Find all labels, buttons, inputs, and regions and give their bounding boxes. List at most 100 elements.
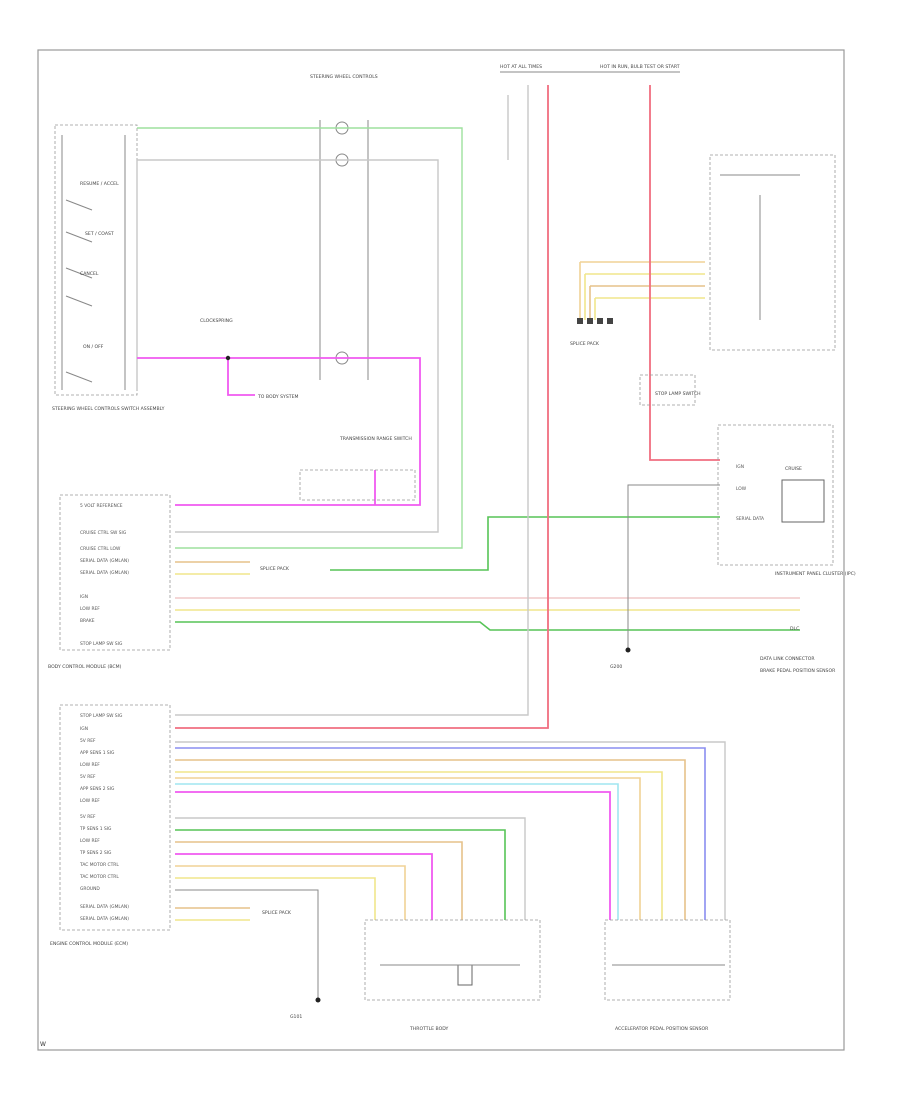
wire-tb-green	[175, 829, 506, 920]
wire-gray-ipc-ground	[627, 484, 720, 650]
ecm-pin-15: GROUND	[80, 886, 100, 892]
ecm-pin-13: TAC MOTOR CTRL	[79, 862, 119, 868]
ecm-pin-7: APP SENS 2 SIG	[80, 786, 115, 792]
bcm-box	[59, 494, 171, 651]
label-stoplamp-switch: STOP LAMP SWITCH	[655, 391, 701, 397]
label-ground-ecm: G101	[290, 1014, 302, 1020]
upper-right-module-box	[709, 154, 836, 351]
label-transmission-range: TRANSMISSION RANGE SWITCH	[339, 436, 412, 442]
bus-drops	[579, 262, 596, 320]
wire-app-blue	[175, 747, 706, 920]
wire-app-magenta	[175, 791, 611, 920]
ipc-pin-3: SERIAL DATA	[736, 516, 764, 522]
wire-tb-tan	[175, 841, 463, 920]
wire-green-serial-ipc	[330, 516, 720, 571]
bcm-pin-list: 5 VOLT REFERENCE CRUISE CTRL SW SIG CRUI…	[80, 503, 129, 647]
wire-app-tan	[175, 759, 686, 920]
splice-dot-magenta	[225, 355, 231, 361]
label-splice-pack-ecm: SPLICE PACK	[262, 910, 292, 916]
label-bcm: BODY CONTROL MODULE (BCM)	[48, 664, 122, 670]
throttle-body-motor	[457, 964, 473, 986]
wire-red-fuse-ecm	[175, 85, 549, 729]
label-brake-switch: BRAKE PEDAL POSITION SENSOR	[760, 668, 836, 674]
wire-green-top	[137, 127, 463, 549]
ground-dot-ecm	[315, 997, 321, 1003]
ecm-pin-8: LOW REF	[80, 798, 100, 804]
wire-magenta-branch	[227, 358, 255, 396]
ecm-pin-1: STOP LAMP SW SIG	[80, 713, 123, 719]
diagram-code: W	[40, 1041, 46, 1048]
bcm-pin-1: 5 VOLT REFERENCE	[80, 503, 123, 509]
label-cancel: CANCEL	[80, 271, 99, 277]
ipc-pin-1: IGN	[736, 464, 744, 470]
accel-pedal-box	[604, 919, 731, 1001]
label-to-body: TO BODY SYSTEM	[257, 394, 298, 400]
bcm-pin-3: CRUISE CTRL LOW	[80, 546, 121, 552]
ecm-pin-4: APP SENS 1 SIG	[80, 750, 115, 756]
wire-red-fuse-ipc	[649, 85, 720, 461]
wire-app-yellow	[175, 771, 663, 920]
bus-terminals	[577, 318, 613, 324]
cruise-indicator	[781, 479, 825, 523]
ecm-pin-list: STOP LAMP SW SIG IGN 5V REF APP SENS 1 S…	[79, 713, 129, 922]
label-dlc: DLC	[790, 626, 799, 632]
wire-gray-fuse-ecm	[175, 85, 529, 716]
wire-green-brake	[175, 621, 800, 631]
wire-tb-gray	[175, 817, 526, 920]
label-on-off: ON / OFF	[83, 344, 104, 350]
label-steering-switch: STEERING WHEEL CONTROLS SWITCH ASSEMBLY	[52, 406, 165, 412]
ground-dot-ipc	[625, 647, 631, 653]
fuse-label-hot-all: HOT AT ALL TIMES	[500, 64, 542, 70]
fuse-label-hot-run: HOT IN RUN, BULB TEST OR START	[600, 64, 680, 70]
steering-switch-frame	[61, 135, 126, 390]
label-ground-ipc: G200	[610, 664, 622, 670]
ecm-pin-3: 5V REF	[80, 738, 96, 744]
ecm-box	[59, 704, 171, 931]
trs-connector-box	[299, 469, 416, 501]
label-instrument-cluster: INSTRUMENT PANEL CLUSTER (IPC)	[775, 571, 856, 577]
label-splice-pack-right: SPLICE PACK	[570, 341, 600, 347]
bcm-pin-6: IGN	[80, 594, 88, 600]
wire-app-orange	[175, 777, 641, 920]
ecm-pin-12: TP SENS 2 SIG	[79, 850, 112, 856]
label-ecm: ENGINE CONTROL MODULE (ECM)	[50, 941, 128, 947]
ecm-pin-11: LOW REF	[80, 838, 100, 844]
ecm-pin-14: TAC MOTOR CTRL	[79, 874, 119, 880]
wire-tb-yellow	[175, 877, 376, 920]
throttle-body-box	[364, 919, 541, 1001]
switch-contacts	[65, 199, 93, 383]
bcm-pin-9: STOP LAMP SW SIG	[80, 641, 123, 647]
label-accel-pedal: ACCELERATOR PEDAL POSITION SENSOR	[615, 1026, 709, 1032]
ecm-pin-2: IGN	[80, 726, 88, 732]
label-data-link: DATA LINK CONNECTOR	[760, 656, 815, 662]
diagram-frame	[37, 49, 845, 1051]
ipc-box	[717, 424, 834, 566]
wire-tb-orange	[175, 865, 406, 920]
ecm-pin-16: SERIAL DATA (GMLAN)	[80, 904, 129, 910]
label-splice-ref: CLOCKSPRING	[200, 318, 233, 324]
label-throttle-body: THROTTLE BODY	[409, 1026, 448, 1032]
stoplamp-switch-box	[639, 374, 696, 406]
wire-app-gray	[175, 741, 726, 920]
bcm-pin-7: LOW REF	[80, 606, 100, 612]
wire-app-cyan	[175, 783, 619, 920]
label-cruise-indicator: CRUISE	[785, 466, 802, 472]
bcm-pin-8: BRAKE	[80, 618, 95, 624]
wire-gray-top	[137, 159, 439, 533]
ipc-pin-2: LOW	[736, 486, 747, 492]
label-resume-accel: RESUME / ACCEL	[80, 181, 119, 187]
label-clockspring-top: STEERING WHEEL CONTROLS	[310, 74, 378, 80]
label-splice-pack-bcm: SPLICE PACK	[260, 566, 290, 572]
ecm-pin-10: TP SENS 1 SIG	[79, 826, 112, 832]
bcm-pin-5: SERIAL DATA (GMLAN)	[80, 570, 129, 576]
bcm-pin-4: SERIAL DATA (GMLAN)	[80, 558, 129, 564]
ecm-pin-9: 5V REF	[80, 814, 96, 820]
ecm-pin-6: 5V REF	[80, 774, 96, 780]
ecm-pin-5: LOW REF	[80, 762, 100, 768]
wire-magenta-cruise	[137, 357, 421, 506]
ecm-pin-17: SERIAL DATA (GMLAN)	[80, 916, 129, 922]
wire-tb-magenta	[175, 853, 433, 920]
wire-ground-ecm	[175, 889, 319, 1000]
label-set-coast: SET / COAST	[85, 231, 114, 237]
